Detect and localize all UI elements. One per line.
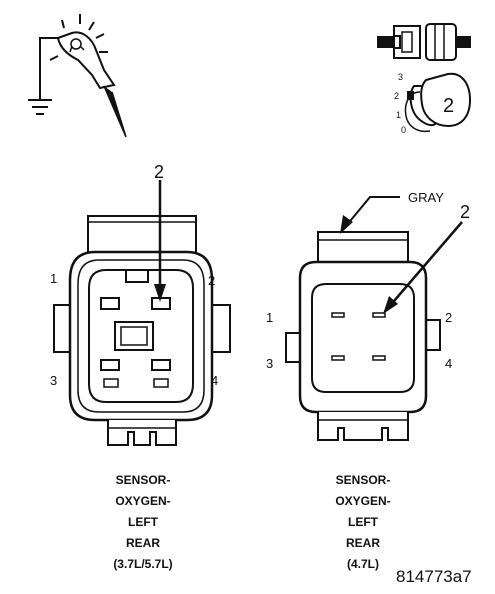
- right-caption-line-2: OXYGEN-: [335, 494, 391, 508]
- left-caption-line-1: SENSOR-: [115, 473, 171, 487]
- left-connector: [53, 215, 231, 446]
- right-callout-arrow: [383, 221, 463, 314]
- left-pin-label-4: 4: [211, 373, 218, 388]
- selector-knob-icon: 3 2 1 0 2: [394, 72, 472, 135]
- right-caption-line-4: REAR: [345, 536, 380, 550]
- right-pin-label-1: 1: [266, 310, 273, 325]
- right-pin-label-3: 3: [266, 356, 273, 371]
- left-callout-arrow: [154, 180, 166, 302]
- right-caption-line-3: LEFT: [348, 515, 378, 529]
- gray-wire-leader: [340, 196, 400, 234]
- selector-scale-1: 1: [396, 110, 401, 120]
- left-pin-label-2: 2: [208, 273, 215, 288]
- wire-color-label: GRAY: [408, 190, 444, 205]
- right-connector-caption: SENSOR- OXYGEN- LEFT REAR (4.7L): [308, 470, 418, 575]
- selector-scale-2: 2: [394, 91, 399, 101]
- selector-scale-0: 0: [401, 125, 406, 135]
- left-caption-line-3: LEFT: [128, 515, 158, 529]
- left-caption-line-4: REAR: [125, 536, 160, 550]
- right-pin-label-4: 4: [445, 356, 452, 371]
- connector-icon: [377, 23, 471, 61]
- test-light-icon: [39, 14, 127, 138]
- left-caption-line-2: OXYGEN-: [115, 494, 171, 508]
- left-callout-number: 2: [154, 162, 164, 182]
- selector-position-label: 2: [443, 95, 454, 117]
- right-caption-line-1: SENSOR-: [335, 473, 391, 487]
- left-caption-line-5: (3.7L/5.7L): [113, 557, 173, 571]
- selector-scale-3: 3: [398, 72, 403, 82]
- left-pin-label-3: 3: [50, 373, 57, 388]
- right-pin-label-2: 2: [445, 310, 452, 325]
- ground-icon: [28, 99, 52, 115]
- left-connector-caption: SENSOR- OXYGEN- LEFT REAR (3.7L/5.7L): [88, 470, 198, 575]
- figure-id: 814773a7: [396, 567, 472, 586]
- right-callout-number: 2: [460, 202, 470, 222]
- right-connector: [285, 231, 441, 441]
- right-caption-line-5: (4.7L): [346, 557, 379, 571]
- left-pin-label-1: 1: [50, 271, 57, 286]
